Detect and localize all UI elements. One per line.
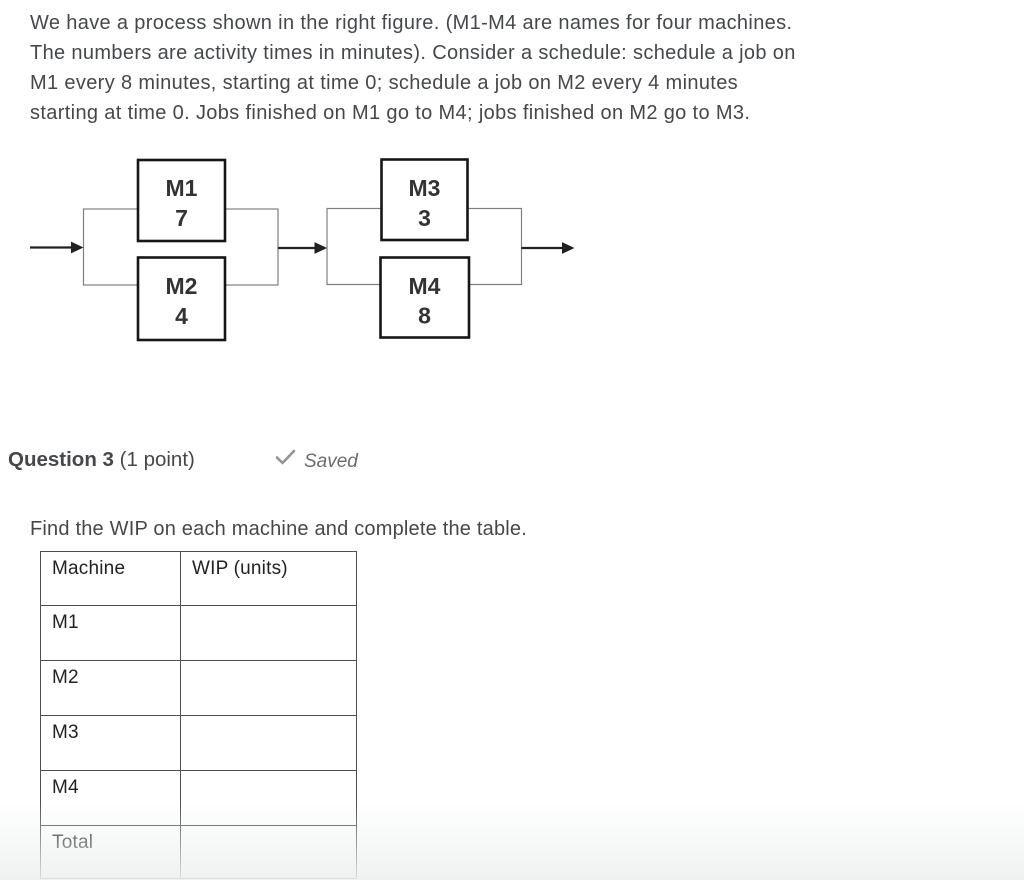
wip-cell — [180, 715, 357, 771]
machine-cell: M1 — [40, 605, 181, 661]
machine-time: 3 — [418, 205, 431, 231]
table-header-machine: Machine — [40, 551, 181, 606]
intro-line: M1 every 8 minutes, starting at time 0; … — [30, 72, 739, 94]
checkmark-icon — [275, 449, 296, 465]
wip-cell — [180, 825, 357, 879]
machine-box-m4: M4 8 — [379, 256, 471, 339]
machine-time: 4 — [175, 303, 188, 329]
intro-line: The numbers are activity times in minute… — [30, 42, 796, 64]
machine-cell: Total — [40, 825, 181, 879]
table-row: M3 — [40, 715, 357, 771]
machine-cell: M2 — [40, 660, 181, 716]
table-header-row: Machine WIP (units) — [40, 551, 357, 606]
wip-cell — [180, 605, 357, 661]
question-points: (1 point) — [119, 448, 195, 471]
intro-paragraph: We have a process shown in the right fig… — [30, 8, 796, 128]
machine-time: 7 — [175, 205, 188, 231]
question-title: Question 3 — [8, 448, 114, 471]
question-header: Question 3 (1 point) — [8, 445, 195, 475]
intro-line: starting at time 0. Jobs finished on M1 … — [30, 102, 751, 124]
table-row: M4 — [40, 770, 357, 826]
machine-time: 8 — [418, 303, 431, 329]
machine-cell: M3 — [40, 715, 181, 771]
machine-cell: M4 — [40, 770, 181, 826]
flow-in-arrow — [30, 241, 84, 254]
question-prompt: Find the WIP on each machine and complet… — [30, 518, 527, 540]
table-header-wip: WIP (units) — [180, 551, 357, 606]
machine-box-m2: M2 4 — [136, 256, 227, 342]
machine-name: M2 — [166, 273, 198, 299]
flow-mid-arrow — [278, 242, 327, 254]
table-row-total: Total — [40, 825, 357, 879]
process-flow-diagram: M1 7 M2 4 M3 3 M4 8 — [30, 158, 575, 342]
machine-name: M1 — [166, 175, 198, 201]
machine-name: M3 — [409, 175, 441, 201]
machine-box-m3: M3 3 — [380, 158, 469, 242]
flow-out-arrow — [521, 242, 575, 254]
machine-box-m1: M1 7 — [136, 158, 227, 243]
machine-name: M4 — [409, 273, 441, 299]
saved-status: Saved — [304, 451, 358, 472]
table-row: M2 — [40, 660, 357, 716]
intro-line: We have a process shown in the right fig… — [30, 12, 793, 34]
wip-cell — [180, 770, 357, 826]
wip-table: Machine WIP (units) M1 M2 M3 M4 Total — [40, 551, 357, 879]
table-row: M1 — [40, 605, 357, 661]
wip-cell — [180, 660, 357, 716]
